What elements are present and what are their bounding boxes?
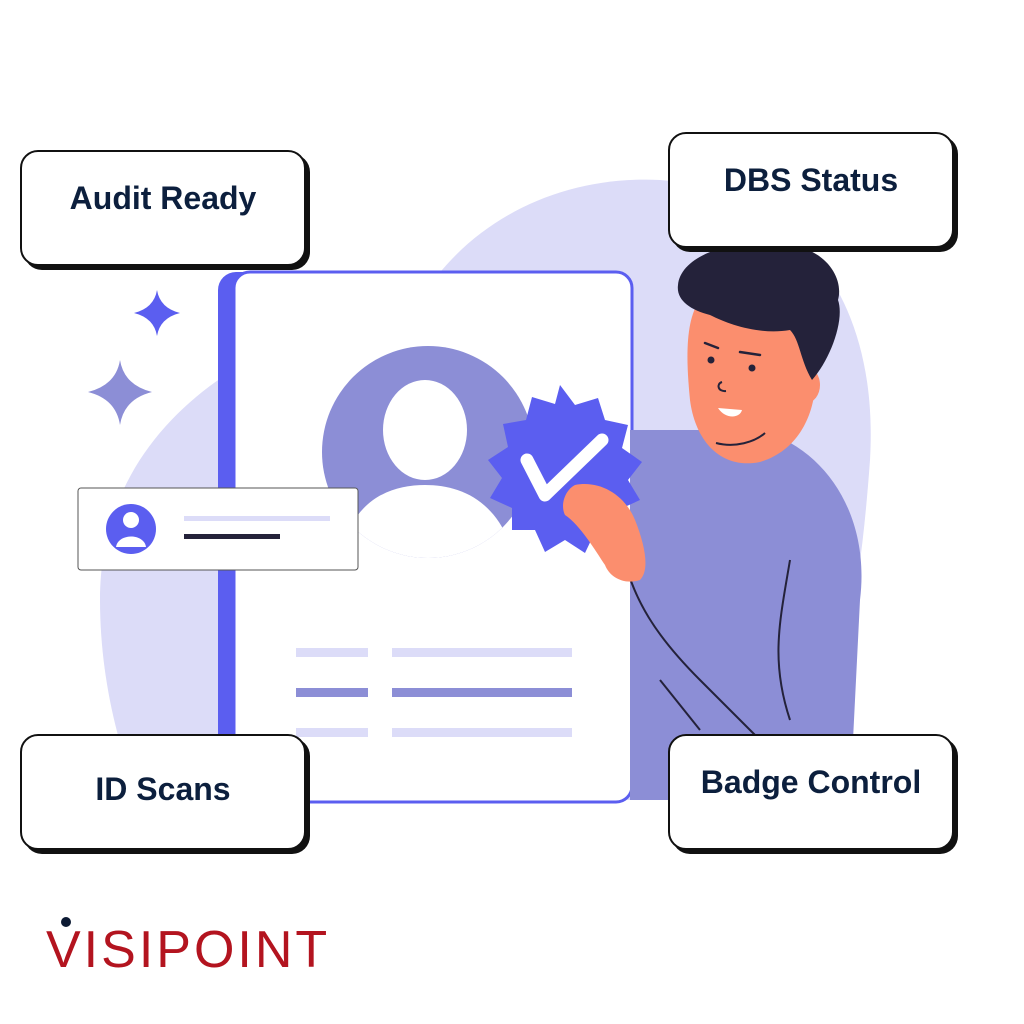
- profile-card: [77, 487, 359, 571]
- dbs-status-text: DBS Status: [723, 161, 899, 198]
- badge-control-text: Badge Control: [700, 763, 922, 800]
- avatar-head: [383, 380, 467, 480]
- label-dbs-status: DBS Status: [668, 132, 954, 248]
- person-body: [630, 430, 862, 800]
- person-face: [687, 293, 816, 464]
- logo-dot: [61, 917, 71, 927]
- label-badge-control: Badge Control: [668, 734, 954, 850]
- label-id-scans: ID Scans: [20, 734, 306, 850]
- person-hand: [563, 484, 646, 582]
- visipoint-logo: VISIPOINT: [46, 921, 331, 979]
- label-audit-ready: Audit Ready: [20, 150, 306, 266]
- avatar-shoulders: [340, 485, 515, 558]
- audit-ready-text: Audit Ready: [69, 179, 257, 216]
- person-hair: [677, 244, 840, 380]
- id-scans-text: ID Scans: [95, 771, 231, 807]
- sparkle-icon: [134, 290, 180, 336]
- sparkle-icon: [88, 360, 152, 425]
